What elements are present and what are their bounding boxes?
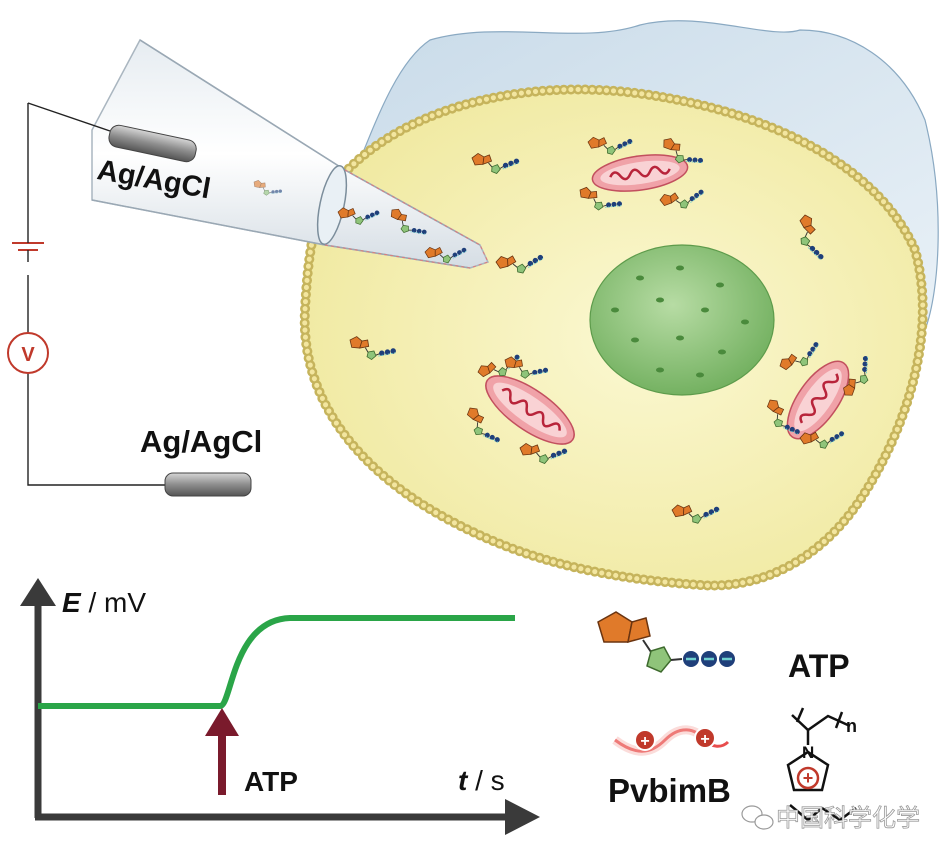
wechat-icon	[741, 805, 774, 830]
atp-addition-arrowhead	[205, 708, 239, 736]
svg-text:+: +	[640, 733, 649, 750]
svg-text:+: +	[700, 731, 709, 748]
potential-graph: ATP E / mV t / s	[20, 578, 540, 835]
y-axis-unit: / mV	[81, 587, 147, 618]
positive-charge-icon	[796, 766, 820, 790]
structure-N-label: N	[802, 743, 814, 762]
mitochondrion-right	[786, 360, 850, 440]
pipette-electrode	[108, 124, 197, 163]
watermark-text: 中国科学化学	[776, 804, 920, 832]
mitochondrion-left	[485, 375, 575, 445]
legend-atp-icon	[597, 611, 735, 673]
svg-text:+: +	[803, 768, 814, 788]
y-axis-arrowhead	[20, 578, 56, 606]
watermark: 中国科学化学	[741, 804, 920, 832]
y-axis-label: E / mV	[62, 587, 146, 618]
micropipette	[91, 38, 490, 269]
x-axis-unit: / s	[467, 765, 504, 796]
legend-pvbimb-label: PvbimB	[608, 772, 731, 809]
atp-arrow-label: ATP	[244, 766, 298, 797]
voltmeter-icon: V	[7, 332, 49, 374]
nucleus	[589, 244, 775, 396]
legend: ATP + + PvbimB n N +	[597, 611, 857, 822]
bath-electrode-label: Ag/AgCl	[140, 424, 262, 459]
x-axis-variable: t	[458, 765, 469, 796]
y-axis-variable: E	[62, 587, 82, 618]
mitochondrion-top	[591, 154, 689, 192]
voltmeter-symbol: V	[21, 344, 35, 366]
pvbimb-structure-icon	[786, 707, 857, 822]
battery-icon	[12, 235, 44, 275]
cell	[299, 20, 939, 591]
potential-trace	[38, 615, 515, 709]
nuclear-pores	[611, 265, 749, 378]
x-axis-arrowhead	[505, 799, 540, 835]
legend-pvbimb-icon: + +	[612, 725, 730, 756]
x-axis-label: t / s	[458, 765, 505, 796]
bath-electrode	[164, 472, 252, 497]
legend-atp-label: ATP	[788, 648, 850, 684]
structure-n-label: n	[846, 716, 857, 736]
membrane-dots	[302, 87, 926, 589]
